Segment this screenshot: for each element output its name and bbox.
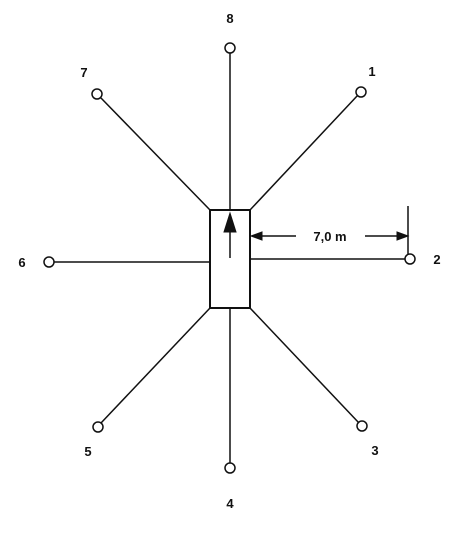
point-7-circle: [91, 88, 103, 100]
line-to-point-3: [249, 307, 360, 424]
dimension-arrow-right-icon: [396, 231, 410, 241]
point-8-circle: [224, 42, 236, 54]
point-1-label: 1: [368, 64, 375, 79]
point-4-circle: [224, 462, 236, 474]
point-7-label: 7: [80, 65, 87, 80]
point-4-label: 4: [226, 496, 234, 511]
point-2-circle: [404, 253, 416, 265]
point-8-label: 8: [226, 11, 233, 26]
line-to-point-1: [249, 94, 359, 211]
line-to-point-5: [100, 307, 211, 424]
line-to-point-7: [100, 97, 211, 211]
point-6-label: 6: [18, 255, 25, 270]
direction-arrow-icon: [223, 211, 237, 233]
dimension-arrow-left-icon: [249, 231, 263, 241]
point-3-circle: [356, 420, 368, 432]
point-5-circle: [92, 421, 104, 433]
dimension-label: 7,0 m: [313, 229, 346, 244]
point-6-circle: [43, 256, 55, 268]
point-5-label: 5: [84, 444, 91, 459]
point-3-label: 3: [371, 443, 378, 458]
point-2-label: 2: [433, 252, 440, 267]
point-1-circle: [355, 86, 367, 98]
